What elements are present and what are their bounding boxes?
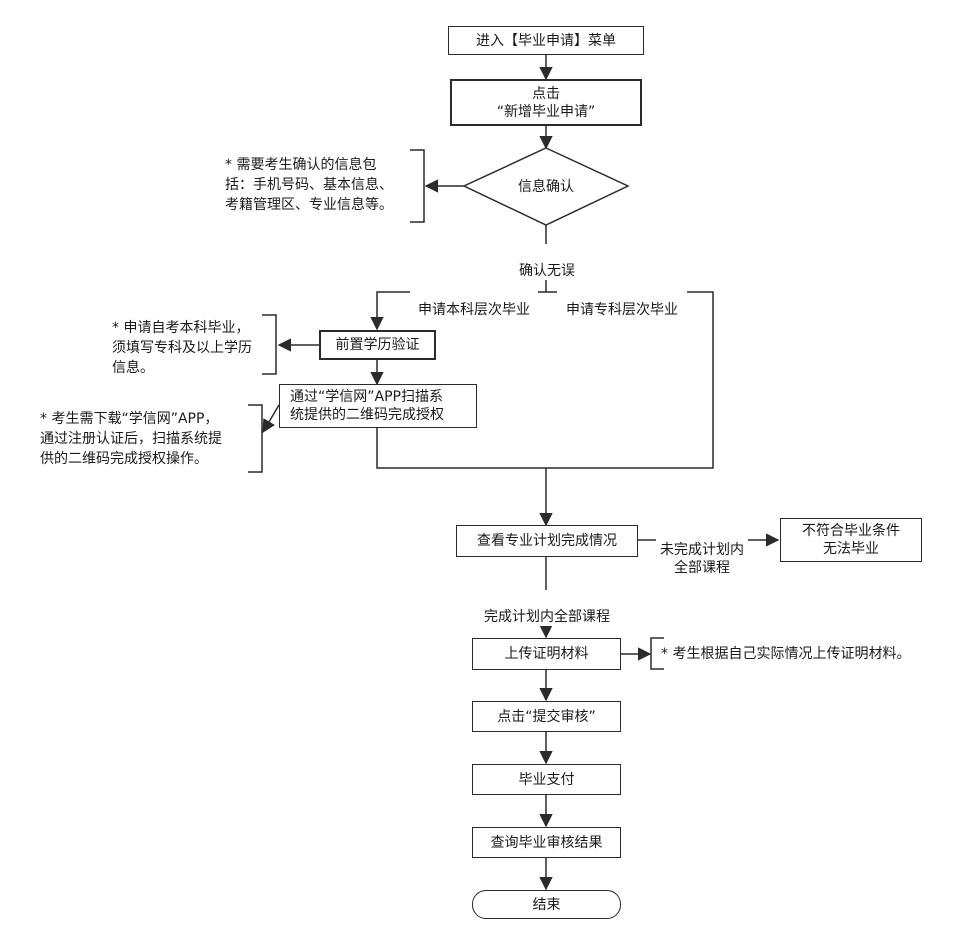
check-plan-text: 查看专业计划完成情况 — [477, 533, 617, 549]
query-box: 查询毕业审核结果 — [472, 827, 621, 858]
pre-verify-box: 前置学历验证 — [319, 330, 436, 360]
submit-box: 点击“提交审核” — [472, 701, 621, 732]
info-confirm-diamond — [462, 147, 630, 226]
arrow-scan-to-note — [262, 404, 280, 434]
info-confirm-label: 信息确认 — [518, 179, 574, 195]
not-eligible-box: 不符合毕业条件 无法毕业 — [780, 518, 922, 562]
submit-text: 点击“提交审核” — [497, 708, 596, 725]
enter-menu-box: 进入【毕业申请】菜单 — [448, 26, 644, 55]
check-plan-box: 查看专业计划完成情况 — [456, 525, 638, 557]
app-note: * 考生需下载“学信网”APP， 通过注册认证后，扫描系统提 供的二维码完成授权… — [40, 411, 222, 467]
click-new-text: 点击 “新增毕业申请” — [496, 85, 596, 120]
pay-text: 毕业支付 — [518, 771, 575, 788]
end-terminal: 结束 — [472, 890, 621, 919]
click-new-box: 点击 “新增毕业申请” — [450, 79, 642, 126]
upload-note: * 考生根据自己实际情况上传证明材料。 — [661, 646, 911, 662]
not-complete-label: 未完成计划内 全部课程 — [656, 523, 748, 577]
upload-text: 上传证明材料 — [504, 646, 589, 662]
pre-verify-text: 前置学历验证 — [335, 337, 420, 353]
not-eligible-text: 不符合毕业条件 无法毕业 — [802, 523, 900, 557]
bracket-upload-note — [650, 637, 664, 670]
bracket-info-note — [410, 149, 425, 223]
apply-bachelor-label: 申请本科层次毕业 — [410, 283, 538, 319]
info-note: * 需要考生确认的信息包 括：手机号码、基本信息、 考籍管理区、专业信息等。 — [225, 157, 393, 213]
complete-label: 完成计划内全部课程 — [472, 590, 622, 626]
enter-menu-text: 进入【毕业申请】菜单 — [476, 32, 616, 49]
query-text: 查询毕业审核结果 — [490, 834, 603, 851]
bachelor-note: * 申请自考本科毕业， 须填写专科及以上学历 信息。 — [112, 320, 252, 376]
app-scan-text: 通过“学信网”APP扫描系 统提供的二维码完成授权 — [290, 389, 444, 423]
bracket-bachelor-note — [262, 314, 277, 375]
upload-box: 上传证明材料 — [472, 638, 621, 670]
confirm-ok-label: 确认无误 — [508, 244, 586, 280]
pay-box: 毕业支付 — [472, 764, 621, 795]
bracket-app-note — [248, 404, 263, 473]
apply-college-label: 申请专科层次毕业 — [557, 283, 687, 319]
app-scan-box: 通过“学信网”APP扫描系 统提供的二维码完成授权 — [279, 384, 477, 428]
line-scan-merge — [376, 427, 546, 469]
end-text: 结束 — [532, 896, 561, 913]
